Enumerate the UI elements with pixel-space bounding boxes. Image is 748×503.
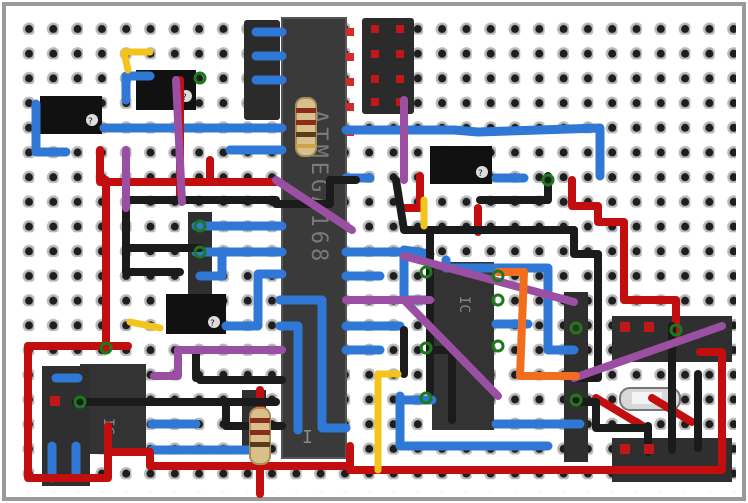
wires-yellow (120, 48, 428, 474)
mcu-chip (281, 17, 354, 459)
chip-left-body (80, 364, 146, 454)
led-pads (50, 322, 654, 454)
wires-purple (122, 76, 726, 400)
regulator-1 (40, 96, 102, 134)
regulator-1-mark: ? (88, 117, 93, 127)
regulator-3 (430, 146, 492, 184)
regulator-2-mark: ? (182, 93, 187, 103)
resistor-icon (249, 97, 317, 465)
wires-orange (494, 268, 580, 380)
chip-right-label: IC (456, 296, 472, 313)
regulator-4 (166, 294, 226, 334)
regulator-4-mark: ? (210, 319, 215, 329)
mcu-pin1-marker: I (302, 427, 313, 448)
wires-blue (31, 27, 605, 483)
header-top-left (244, 20, 280, 120)
pin-rings (73, 71, 683, 409)
regulator-3-mark: ? (478, 169, 483, 179)
